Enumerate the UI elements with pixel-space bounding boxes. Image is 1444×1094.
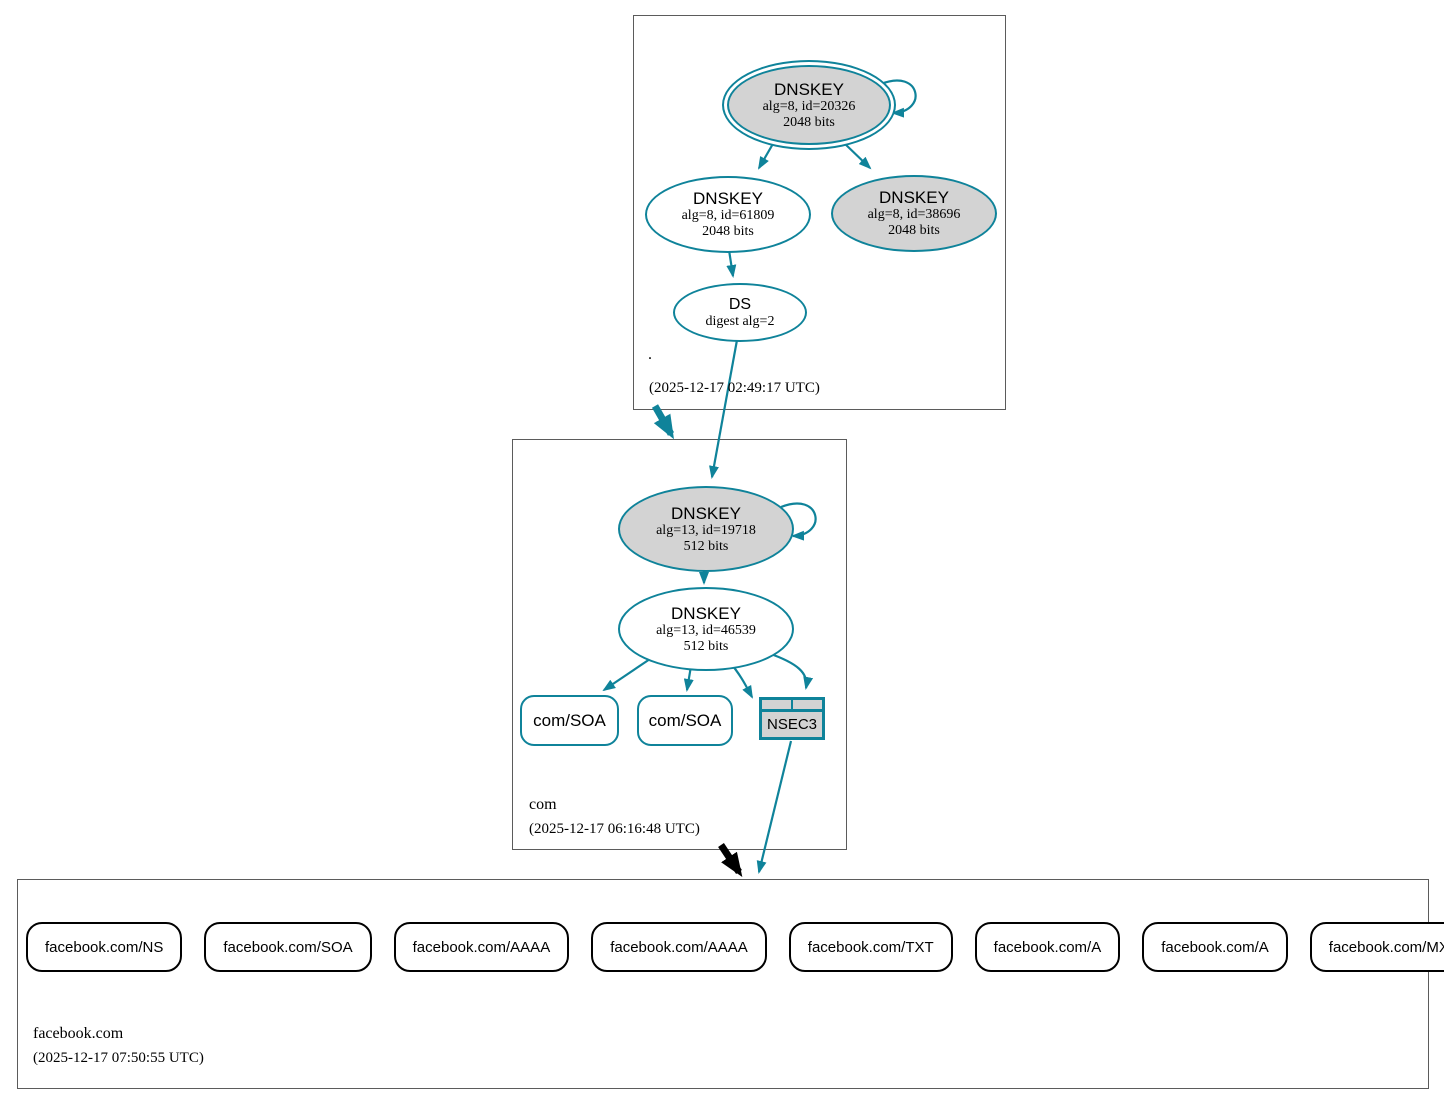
node-detail: digest alg=2: [705, 314, 775, 329]
rrset-node: facebook.com/A: [974, 922, 1121, 972]
node-bits: 512 bits: [683, 538, 729, 554]
node-title: DNSKEY: [774, 79, 844, 99]
com-dnskey-ksk-node: DNSKEY alg=13, id=19718 512 bits: [618, 486, 794, 572]
zone-label-facebook: facebook.com: [33, 1025, 124, 1042]
root-dnskey-ksk-node: DNSKEY alg=8, id=20326 2048 bits: [722, 60, 896, 150]
node-title: DNSKEY: [693, 189, 763, 208]
com-soa-node: com/SOA: [637, 695, 733, 746]
node-title: DNSKEY: [671, 603, 741, 623]
node-bits: 512 bits: [683, 638, 729, 654]
zone-timestamp-facebook: (2025-12-17 07:50:55 UTC): [33, 1050, 204, 1066]
node-detail: alg=8, id=38696: [867, 207, 961, 222]
nsec3-cell: [793, 700, 822, 709]
node-title: DS: [728, 296, 752, 313]
com-soa-node: com/SOA: [520, 695, 619, 746]
nsec3-cells: [762, 700, 822, 709]
zone-label-root: .: [648, 346, 652, 363]
node-detail: alg=13, id=46539: [656, 622, 756, 638]
root-dnskey-zsk-node: DNSKEY alg=8, id=61809 2048 bits: [645, 176, 811, 253]
zone-timestamp-com: (2025-12-17 06:16:48 UTC): [529, 821, 700, 837]
zone-label-com: com: [529, 796, 557, 813]
nsec3-label: NSEC3: [762, 711, 822, 737]
nsec3-cell: [762, 700, 791, 709]
node-detail: alg=8, id=20326: [762, 98, 856, 114]
zone-timestamp-root: (2025-12-17 02:49:17 UTC): [649, 380, 820, 396]
rrset-node: facebook.com/AAAA: [591, 922, 767, 972]
node-title: DNSKEY: [879, 188, 949, 207]
node-detail: alg=8, id=61809: [681, 208, 775, 223]
edge-secure-delegation-root-com: [651, 404, 675, 440]
rrset-node: facebook.com/AAAA: [393, 922, 570, 972]
node-detail: alg=13, id=19718: [656, 522, 756, 538]
rrset-node: facebook.com/A: [1142, 922, 1288, 972]
rrset-node: facebook.com/SOA: [204, 922, 372, 972]
facebook-rrset-row: facebook.com/NS facebook.com/SOA faceboo…: [26, 922, 1444, 972]
root-ds-node: DS digest alg=2: [673, 283, 807, 342]
zone-box-facebook: [17, 879, 1429, 1089]
rrset-node: facebook.com/MX: [1309, 922, 1444, 972]
root-dnskey-38696-node: DNSKEY alg=8, id=38696 2048 bits: [831, 175, 997, 252]
node-bits: 2048 bits: [783, 114, 835, 130]
com-dnskey-zsk-node: DNSKEY alg=13, id=46539 512 bits: [618, 587, 794, 671]
node-bits: 2048 bits: [888, 223, 940, 238]
node-bits: 2048 bits: [702, 224, 754, 239]
com-nsec3-node: NSEC3: [759, 697, 825, 740]
node-title: DNSKEY: [671, 503, 741, 523]
rrset-node: facebook.com/NS: [26, 922, 183, 972]
rrset-node: facebook.com/TXT: [788, 922, 953, 972]
